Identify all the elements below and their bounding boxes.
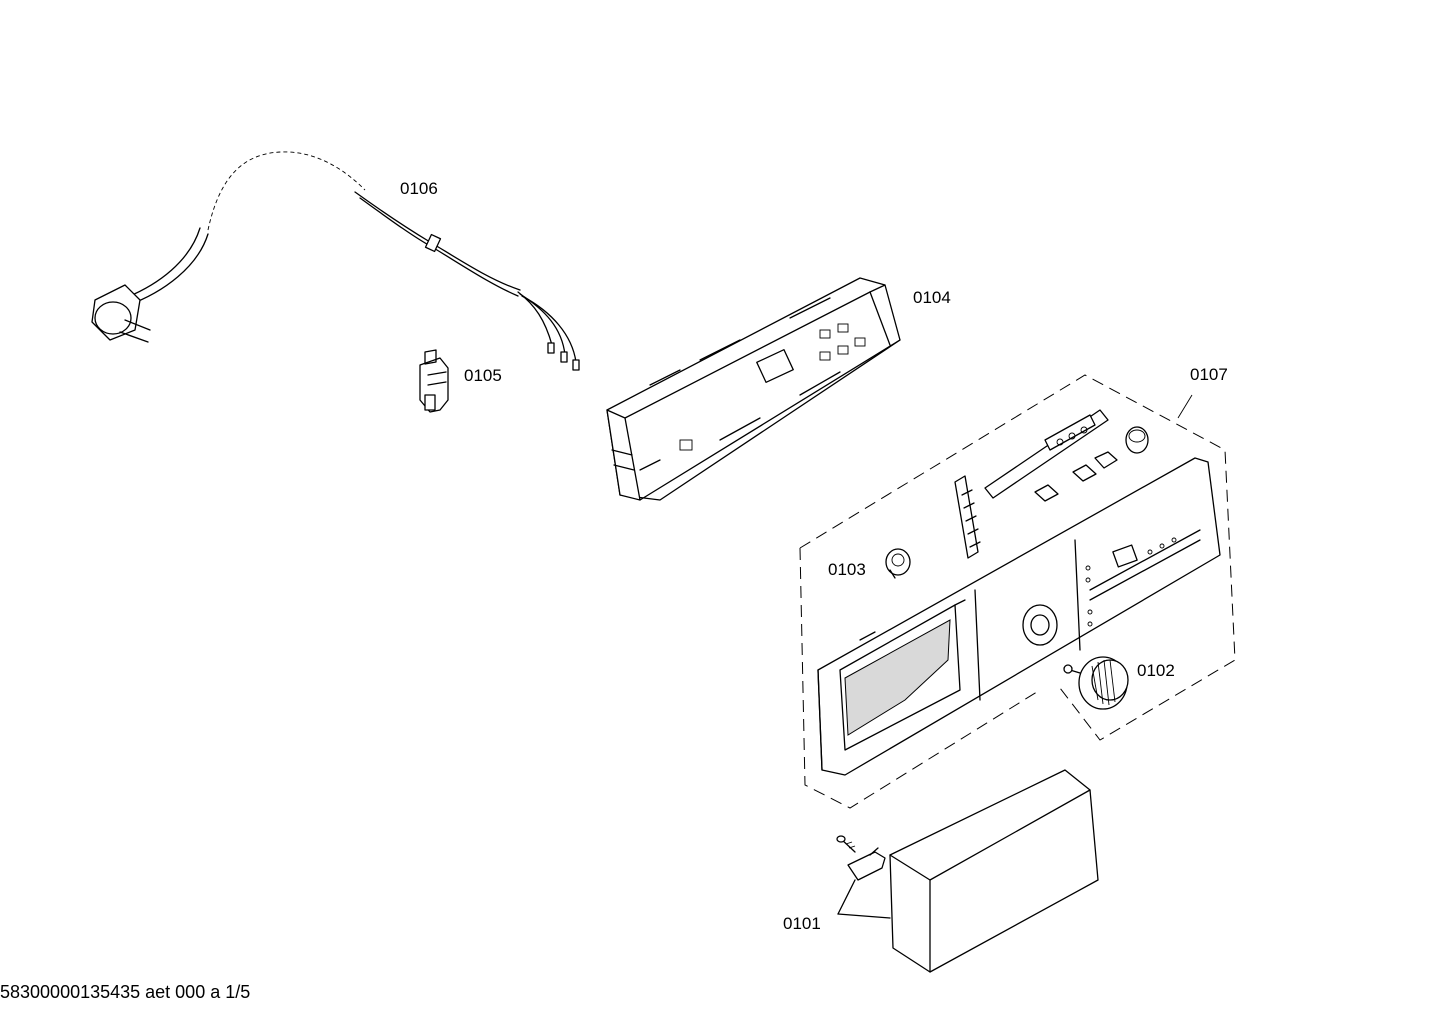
knob-0103 [885, 548, 911, 579]
label-0106: 0106 [400, 179, 438, 198]
knob-0102 [1063, 656, 1129, 710]
label-0101: 0101 [783, 914, 821, 933]
fixing-clip-and-screw [836, 835, 891, 919]
control-panel-fascia [817, 457, 1221, 776]
assembly-outline-0107-lower [799, 547, 1041, 809]
label-0103: 0103 [828, 560, 866, 579]
label-0107: 0107 [1190, 365, 1228, 384]
housing-0104 [606, 277, 901, 501]
control-rail [984, 409, 1109, 499]
power-cord-0106 [91, 151, 580, 371]
button-caps [1034, 426, 1149, 502]
label-0102: 0102 [1137, 661, 1175, 680]
drawer-handle-0101 [889, 769, 1099, 973]
label-0104: 0104 [913, 288, 951, 307]
label-0105: 0105 [464, 366, 502, 385]
assembly-outline-0107 [799, 374, 1236, 741]
light-guide [954, 475, 981, 559]
drawing-reference-footer: 58300000135435 aet 000 a 1/5 [0, 982, 251, 1002]
leader-0107 [1177, 394, 1193, 419]
clip-0105 [419, 349, 449, 413]
